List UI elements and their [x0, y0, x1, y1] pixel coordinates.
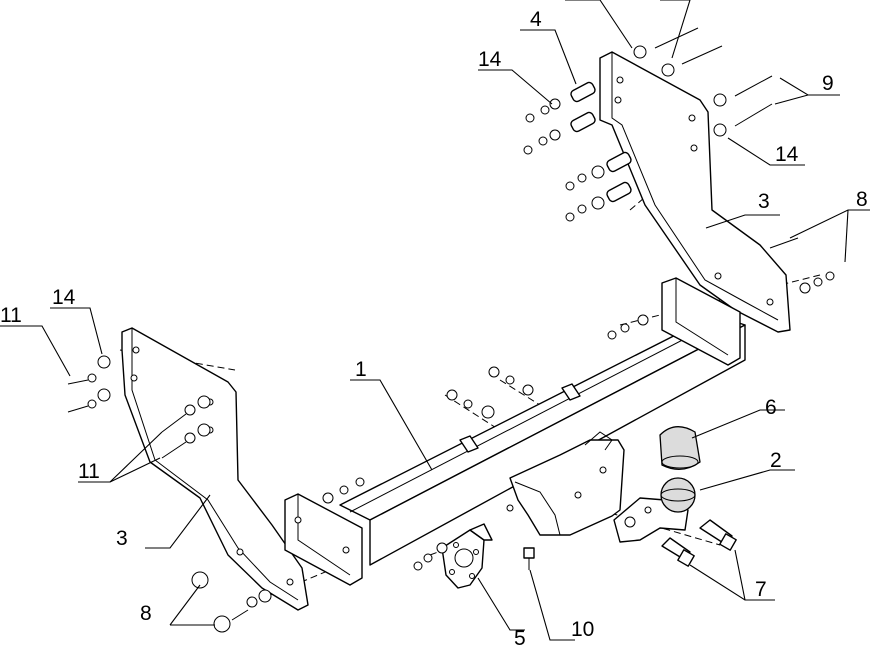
callout-5: 5: [514, 627, 526, 650]
callout-3-left: 3: [116, 527, 128, 550]
fasteners: [67, 27, 835, 633]
callout-8-left: 8: [140, 602, 152, 625]
callout-7: 7: [755, 578, 767, 601]
callout-11-bottom: 11: [78, 460, 100, 483]
callout-4: 4: [530, 8, 542, 31]
callout-labels: 1 2 3 3 4 5 6 7 8 8 9 10 11 11 14 14 14: [0, 8, 868, 650]
main-crossbar: [284, 277, 746, 586]
earth-bolt: [523, 547, 535, 570]
socket-plate: [441, 523, 493, 589]
callout-14-left: 14: [52, 286, 76, 309]
callout-1: 1: [355, 358, 367, 381]
ball-cover: [659, 426, 701, 470]
callout-14-right: 14: [775, 143, 799, 166]
spacer-tubes: [570, 81, 632, 203]
callout-6: 6: [765, 396, 777, 419]
ball-bolts: [661, 519, 737, 567]
callout-9: 9: [822, 72, 834, 95]
leader-lines: [0, 0, 870, 641]
callout-8-right: 8: [856, 188, 868, 211]
callout-2: 2: [770, 449, 782, 472]
callout-10: 10: [571, 618, 594, 641]
callout-14-top: 14: [478, 48, 502, 71]
tow-ball: [613, 477, 696, 543]
callout-3-right: 3: [758, 190, 770, 213]
callout-11-top: 11: [0, 304, 22, 327]
left-side-bracket: [121, 327, 309, 611]
right-side-bracket: [599, 51, 791, 333]
